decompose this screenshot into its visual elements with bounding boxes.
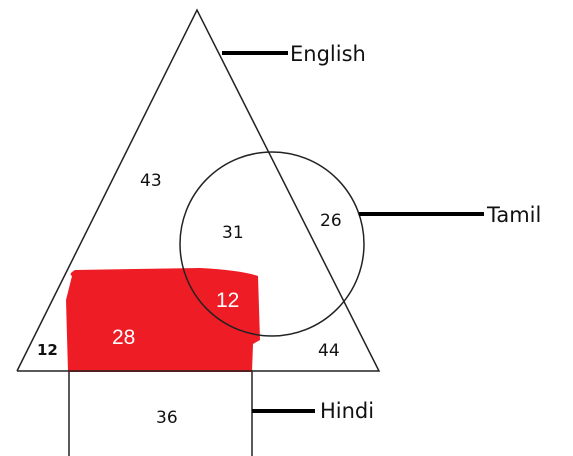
hindi-label: Hindi [320,399,374,423]
region-tamil-hindi: 44 [318,341,340,361]
region-tamil-only: 26 [320,211,342,231]
tamil-label: Tamil [486,203,541,227]
region-english-tamil: 31 [222,223,244,243]
tamil-circle [179,151,365,337]
highlighted-region [66,268,260,372]
region-english-only: 43 [140,171,162,191]
region-all-three: 12 [216,289,239,312]
english-triangle [16,8,381,372]
region-english-hindi-left: 12 [37,341,58,359]
region-hindi-only: 36 [156,408,178,428]
english-label: English [290,42,366,66]
region-english-hindi: 28 [112,326,135,349]
